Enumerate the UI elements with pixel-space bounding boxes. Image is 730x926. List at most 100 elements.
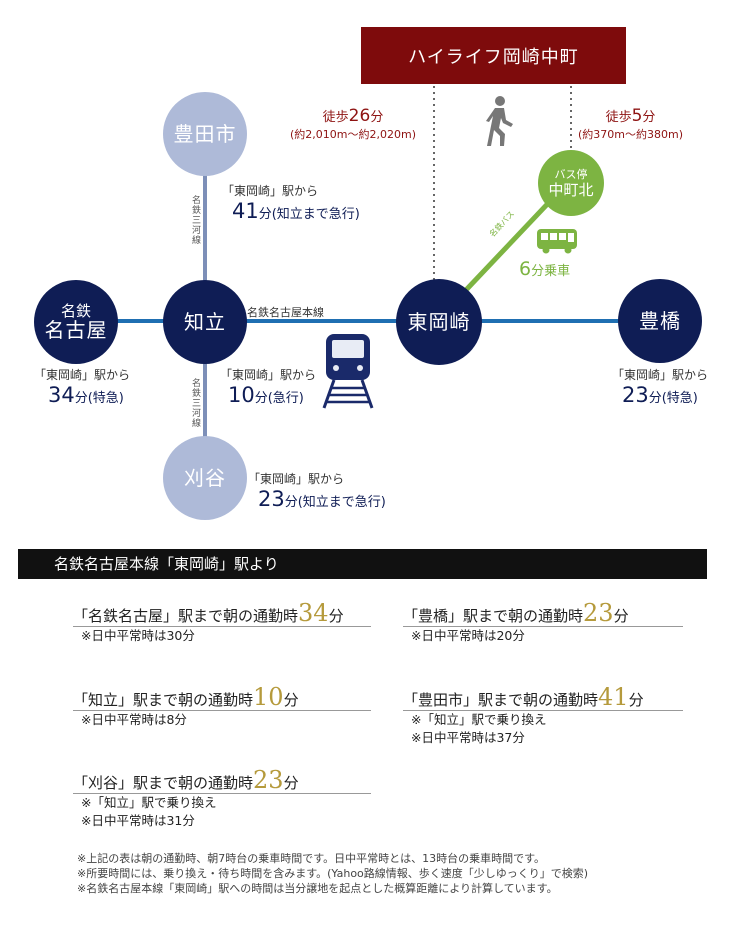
walk-right-distance: (約370m～約380m) [577,128,683,141]
time-nagoya-minutes: 34 [48,383,75,407]
station-higashi-okazaki-name: 東岡崎 [407,310,471,334]
time-toyohashi-value: 23分(特急) [622,383,708,407]
commute-toyota-text: 「豊田市」駅まで朝の通勤時 [403,691,599,709]
bus-icon [537,229,577,254]
time-chiryu-unit: 分(急行) [254,391,304,406]
main-line-label: 名鉄名古屋本線 [247,306,324,319]
time-toyota-minutes: 41 [232,199,259,223]
station-chiryu: 知立 [163,280,247,364]
time-nagoya-value: 34分(特急) [48,383,130,407]
commute-kariya-unit: 分 [283,774,299,792]
time-toyohashi: 「東岡崎」駅から 23分(特急) [612,366,708,407]
time-chiryu-value: 10分(急行) [228,383,316,407]
time-kariya-unit: 分(知立まで急行) [284,495,386,510]
footnotes: ※上記の表は朝の通勤時、朝7時台の乗車時間です。日中平常時とは、13時台の乗車時… [77,851,588,896]
time-nagoya-from: 「東岡崎」駅から [34,368,131,382]
station-toyohashi: 豊橋 [618,279,702,363]
station-higashi-okazaki: 東岡崎 [396,279,482,365]
bus-stop-name: 中町北 [548,180,594,199]
commute-toyohashi-note: ※日中平常時は20分 [411,628,525,643]
station-toyota-name: 豊田市 [173,122,237,146]
commute-toyota-minutes: 41 [598,683,629,711]
time-kariya-value: 23分(知立まで急行) [258,487,386,511]
commute-nagoya-note: ※日中平常時は30分 [81,628,195,643]
station-meitetsu-nagoya: 名鉄 名古屋 [34,280,118,364]
commute-chiryu-text: 「知立」駅まで朝の通勤時 [73,691,254,709]
walk-right-label: 徒歩5分 (約370m～約380m) [568,106,693,142]
divider [73,626,371,627]
station-kariya-name: 刈谷 [184,466,226,490]
property-title: ハイライフ岡崎中町 [361,27,626,84]
commute-toyohashi-text: 「豊橋」駅まで朝の通勤時 [403,607,584,625]
divider [403,710,683,711]
bus-minutes: 6 [519,258,532,280]
walk-left-minutes: 26 [348,106,371,126]
time-toyohashi-unit: 分(特急) [648,391,698,406]
divider [73,793,371,794]
commute-toyota-note-2: ※日中平常時は37分 [411,730,525,745]
time-nagoya-unit: 分(特急) [74,391,124,406]
commute-chiryu-minutes: 10 [253,683,284,711]
commute-toyohashi-unit: 分 [613,607,629,625]
time-toyohashi-minutes: 23 [622,383,649,407]
mikawa-line-label-upper: 名鉄三河線 [190,195,200,245]
walk-left-distance: (約2,010m～約2,020m) [290,128,416,141]
bus-line [464,194,557,292]
commute-nagoya-unit: 分 [328,607,344,625]
walk-left-label: 徒歩26分 (約2,010m～約2,020m) [278,106,428,142]
divider [403,626,683,627]
time-kariya: 「東岡崎」駅から 23分(知立まで急行) [248,470,386,511]
walk-right-unit: 分 [642,110,656,125]
bus-stop-nakamachikita: バス停 中町北 [538,150,604,216]
commute-toyota-unit: 分 [628,691,644,709]
commute-item-nagoya: 「名鉄名古屋」駅まで朝の通勤時34分 ※日中平常時は30分 [73,601,371,645]
station-nagoya-name: 名古屋 [44,318,108,342]
walk-right-minutes: 5 [631,106,643,126]
commute-chiryu-note: ※日中平常時は8分 [81,712,187,727]
walk-left-unit: 分 [370,110,384,125]
commute-toyota-note-1: ※「知立」駅で乗り換え [411,712,547,727]
station-chiryu-name: 知立 [184,310,226,334]
commute-item-chiryu: 「知立」駅まで朝の通勤時10分 ※日中平常時は8分 [73,685,371,729]
time-kariya-from: 「東岡崎」駅から [248,472,345,486]
commute-chiryu-unit: 分 [283,691,299,709]
station-toyota: 豊田市 [163,92,247,176]
bus-unit: 分乗車 [531,264,571,279]
footnote-1: ※上記の表は朝の通勤時、朝7時台の乗車時間です。日中平常時とは、13時台の乗車時… [77,852,546,865]
footnote-3: ※名鉄名古屋本線「東岡崎」駅への時間は当分譲地を起点とした概算距離により計算して… [77,882,558,895]
commute-kariya-note-2: ※日中平常時は31分 [81,813,195,828]
time-toyota-unit: 分(知立まで急行) [258,207,360,222]
commute-toyohashi-minutes: 23 [583,599,614,627]
walking-person-icon [486,96,513,146]
time-nagoya: 「東岡崎」駅から 34分(特急) [34,366,130,407]
commute-item-kariya: 「刈谷」駅まで朝の通勤時23分 ※「知立」駅で乗り換え ※日中平常時は31分 [73,768,371,830]
station-nagoya-prefix: 名鉄 [60,302,91,320]
station-toyohashi-name: 豊橋 [639,309,681,333]
time-toyota: 「東岡崎」駅から 41分(知立まで急行) [222,182,360,223]
time-toyohashi-from: 「東岡崎」駅から [612,368,709,382]
station-kariya: 刈谷 [163,436,247,520]
commute-kariya-text: 「刈谷」駅まで朝の通勤時 [73,774,254,792]
commute-nagoya-minutes: 34 [298,599,329,627]
section-banner: 名鉄名古屋本線「東岡崎」駅より [18,549,707,579]
commute-item-toyota: 「豊田市」駅まで朝の通勤時41分 ※「知立」駅で乗り換え ※日中平常時は37分 [403,685,683,747]
route-map [75,86,670,478]
time-toyota-value: 41分(知立まで急行) [232,199,360,223]
time-chiryu-minutes: 10 [228,383,255,407]
walk-left-prefix: 徒歩 [322,110,349,125]
commute-item-toyohashi: 「豊橋」駅まで朝の通勤時23分 ※日中平常時は20分 [403,601,683,645]
mikawa-line-label-lower: 名鉄三河線 [190,378,200,428]
commute-kariya-minutes: 23 [253,766,284,794]
divider [73,710,371,711]
walk-right-prefix: 徒歩 [605,110,632,125]
commute-kariya-note-1: ※「知立」駅で乗り換え [81,795,217,810]
bus-stop-label: バス停 [554,167,588,181]
train-icon [322,334,374,409]
footnote-2: ※所要時間には、乗り換え・待ち時間を含みます。(Yahoo路線情報、歩く速度「少… [77,867,589,880]
commute-nagoya-text: 「名鉄名古屋」駅まで朝の通勤時 [73,607,299,625]
time-toyota-from: 「東岡崎」駅から [222,184,319,198]
time-kariya-minutes: 23 [258,487,285,511]
time-chiryu-from: 「東岡崎」駅から [220,368,317,382]
bus-time: 6分乗車 [519,258,570,280]
time-chiryu: 「東岡崎」駅から 10分(急行) [220,366,316,407]
